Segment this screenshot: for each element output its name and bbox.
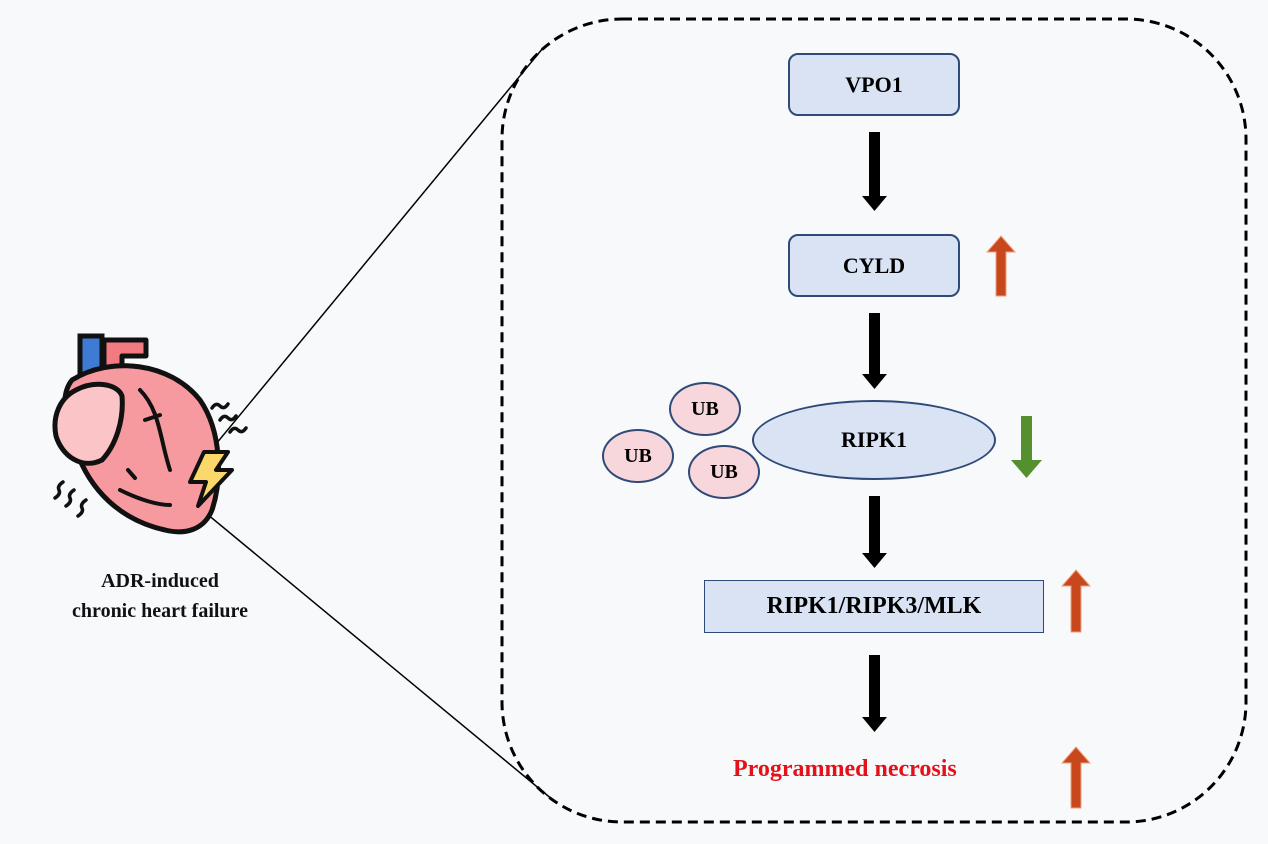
up-arrow-icon-cyld	[985, 235, 1017, 297]
up-arrow-icon-necrosome	[1060, 569, 1092, 633]
node-ripk1: RIPK1	[752, 400, 996, 480]
outcome-programmed-necrosis: Programmed necrosis	[733, 756, 957, 782]
node-necrosome: RIPK1/RIPK3/MLK	[704, 580, 1044, 633]
caption-line-1: ADR-induced	[101, 570, 219, 592]
caption-line-2: chronic heart failure	[72, 600, 248, 622]
zoom-panel-border	[500, 17, 1248, 824]
arrow-vpo1-to-cyld	[862, 132, 887, 211]
arrow-ripk1-to-necrosome	[862, 496, 887, 568]
lightning-icon	[188, 450, 234, 508]
node-cyld: CYLD	[788, 234, 960, 297]
zoom-line-lower	[177, 489, 554, 801]
ubiquitin-node: UB	[602, 429, 674, 483]
heart-icon	[52, 333, 248, 535]
arrow-necrosome-to-outcome	[862, 655, 887, 732]
ubiquitin-node: UB	[669, 382, 741, 436]
arrow-cyld-to-ripk1	[862, 313, 887, 389]
condition-caption: ADR-induced chronic heart failure	[20, 566, 300, 626]
node-vpo1: VPO1	[788, 53, 960, 116]
ubiquitin-node: UB	[688, 445, 760, 499]
flow-arrows	[862, 132, 887, 732]
zoom-line-upper	[177, 47, 544, 491]
down-arrow-icon-ripk1	[1011, 416, 1042, 478]
up-arrow-icon-outcome	[1060, 746, 1092, 809]
